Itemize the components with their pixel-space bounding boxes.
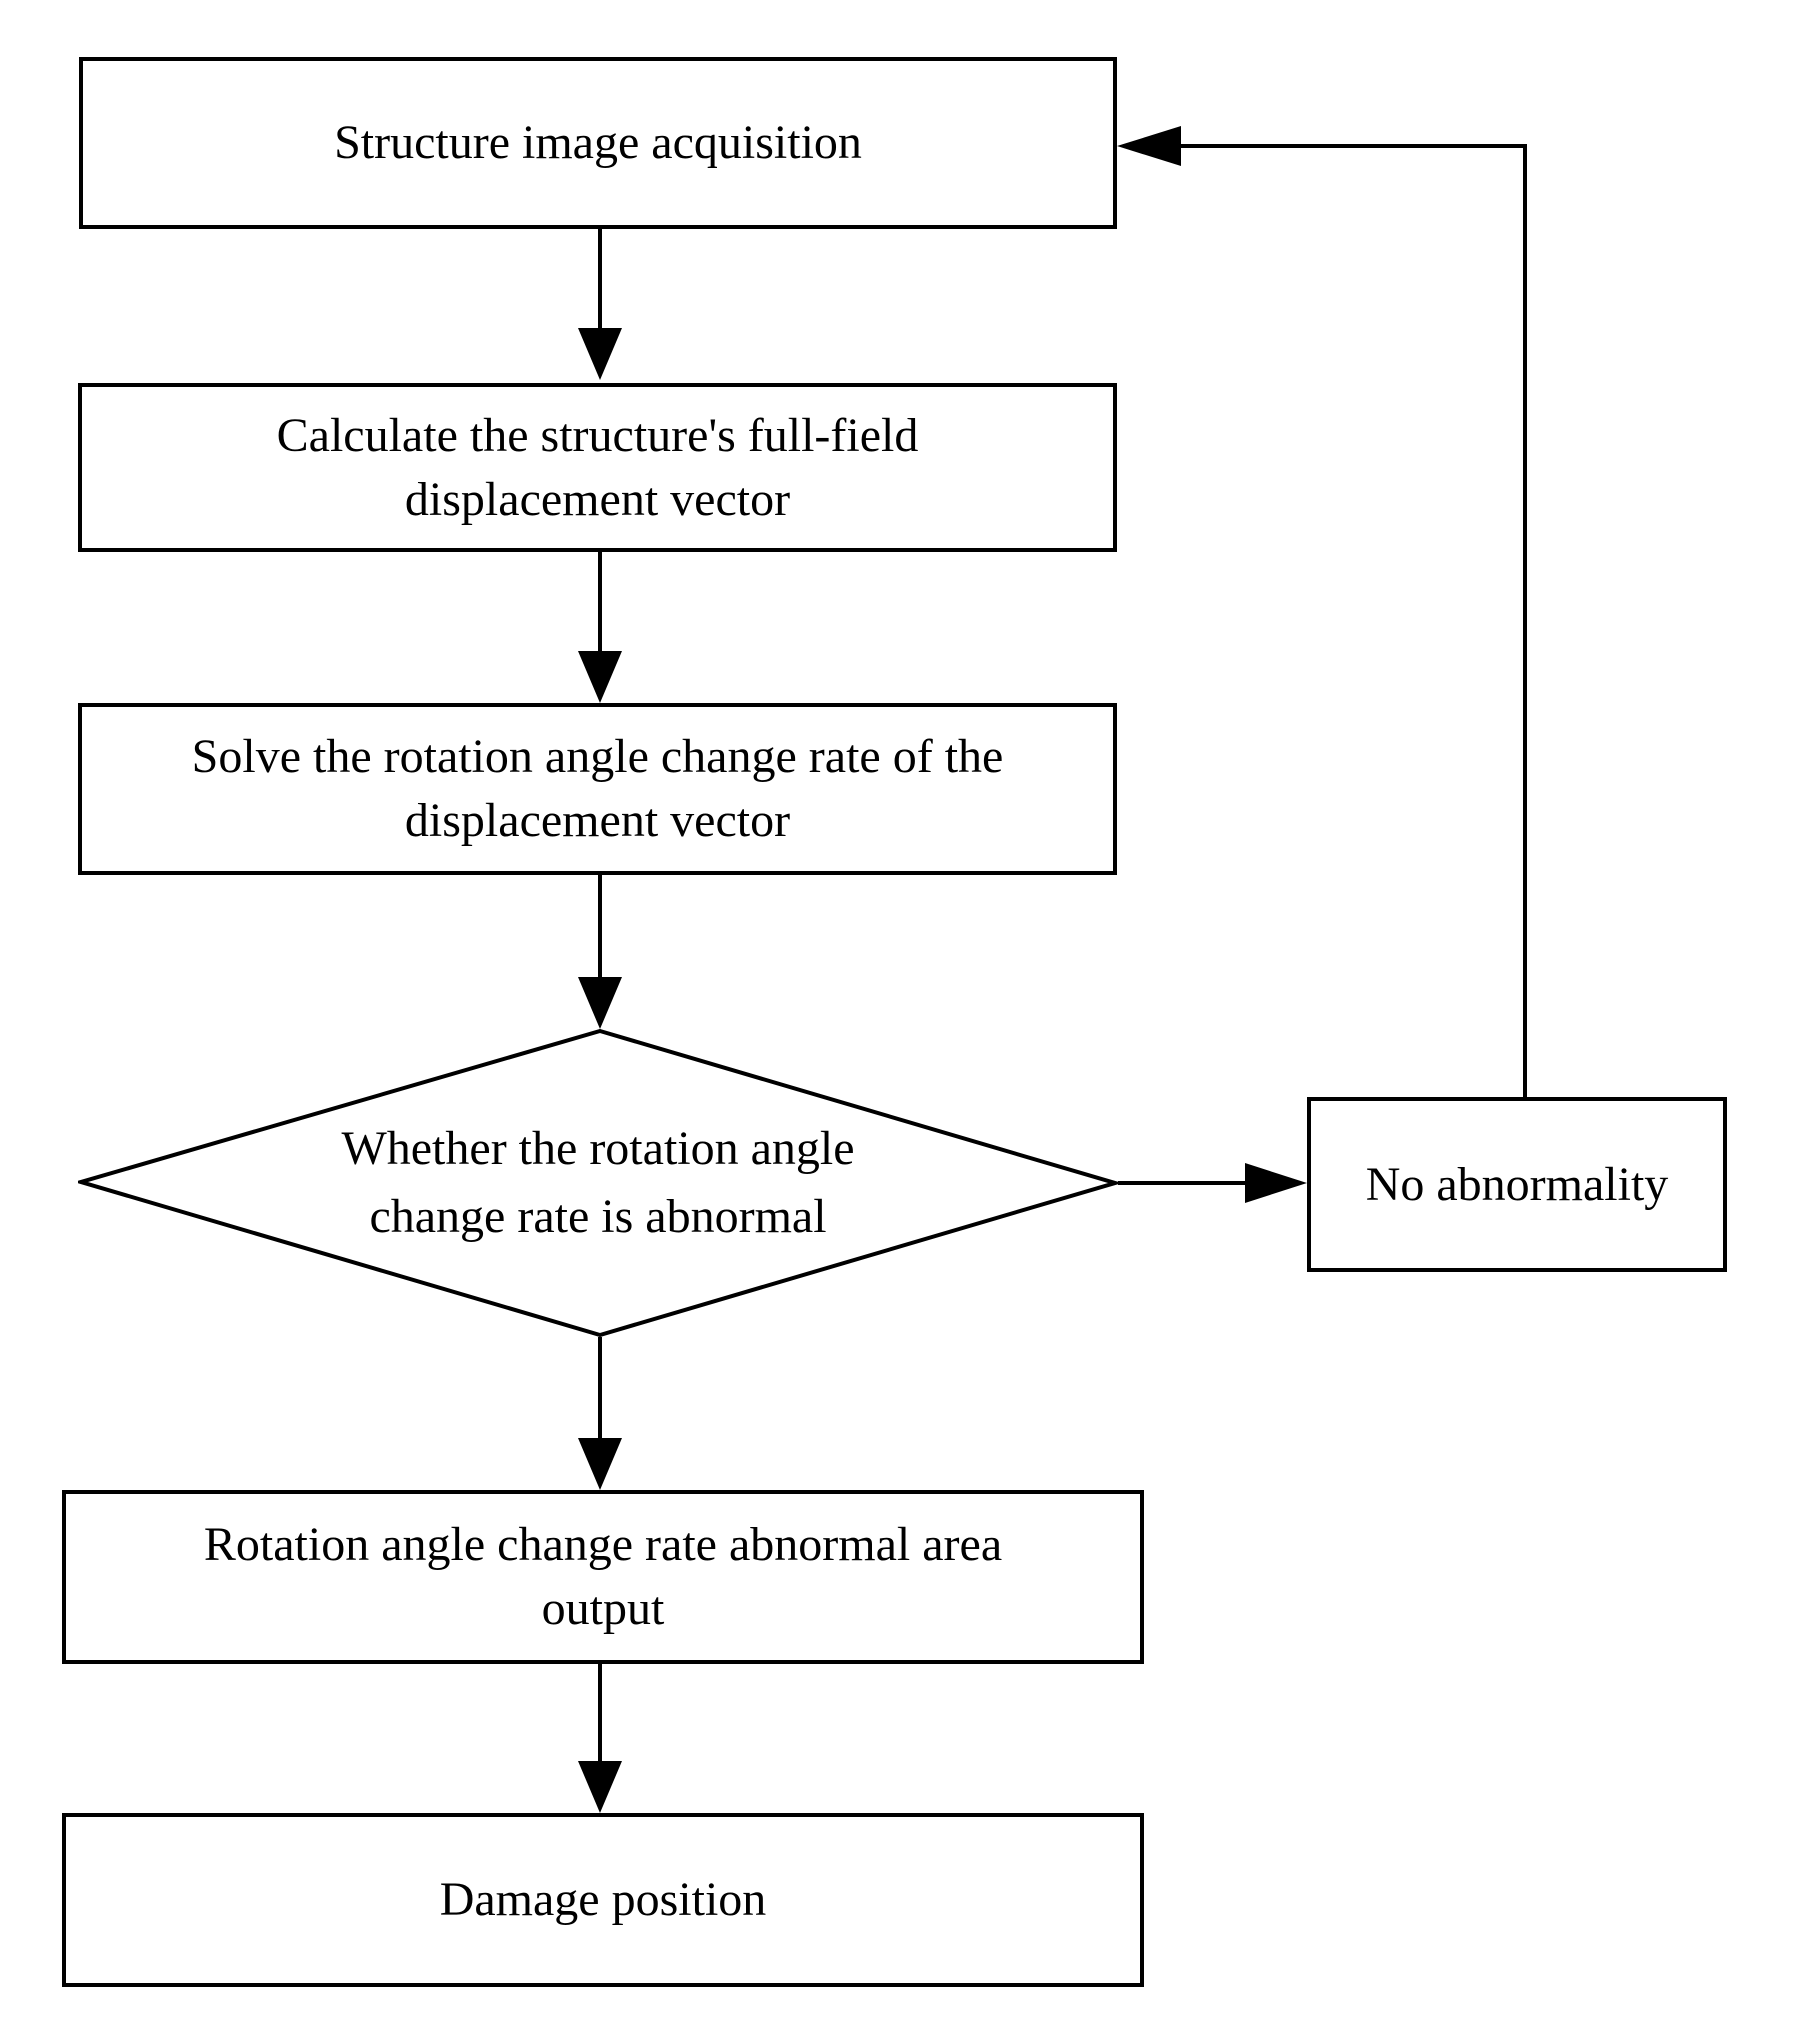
arrow-right-head: [1245, 1163, 1307, 1203]
arrow-shaft: [1118, 1181, 1247, 1185]
node-label-line-2: displacement vector: [404, 794, 791, 847]
node-calculate-displacement-vector: Calculate the structure's full-field dis…: [78, 383, 1117, 552]
node-label: No abnormality: [1365, 1157, 1669, 1211]
arrow-shaft: [598, 1337, 602, 1438]
arrow-shaft: [598, 1664, 602, 1761]
node-solve-rotation-angle-change-rate: Solve the rotation angle change rate of …: [78, 703, 1117, 875]
node-label-line-1: Calculate the structure's full-field: [276, 408, 919, 462]
decision-label: Whether the rotation angle change rate i…: [78, 1029, 1118, 1337]
node-decision-abnormal: Whether the rotation angle change rate i…: [78, 1029, 1118, 1337]
arrow-shaft: [598, 875, 602, 977]
arrow-solve-to-decision: [578, 875, 622, 1029]
arrow-down-head: [578, 1761, 622, 1813]
decision-label-line-1: Whether the rotation angle: [341, 1122, 855, 1175]
node-abnormal-area-output: Rotation angle change rate abnormal area…: [62, 1490, 1144, 1664]
node-label-line-1: Rotation angle change rate abnormal area: [203, 1518, 1003, 1571]
arrow-down-head: [578, 977, 622, 1029]
feedback-line-vertical: [1523, 144, 1527, 1097]
arrow-decision-to-output: [578, 1337, 622, 1490]
feedback-arrow-left-head: [1117, 126, 1181, 166]
node-damage-position: Damage position: [62, 1813, 1144, 1987]
node-label-line-2: displacement vector: [404, 472, 791, 526]
arrow-output-to-damage: [578, 1664, 622, 1813]
decision-label-line-2: change rate is abnormal: [369, 1190, 827, 1243]
node-label-line-2: output: [541, 1582, 665, 1635]
arrow-decision-to-no-abnormality: [1118, 1163, 1307, 1203]
feedback-line-horizontal: [1179, 144, 1527, 148]
node-label-line-1: Solve the rotation angle change rate of …: [191, 730, 1004, 783]
node-structure-image-acquisition: Structure image acquisition: [79, 57, 1117, 229]
arrow-down-head: [578, 328, 622, 380]
node-no-abnormality: No abnormality: [1307, 1097, 1727, 1272]
arrow-shaft: [598, 229, 602, 328]
arrow-down-head: [578, 651, 622, 703]
arrow-calc-to-solve: [578, 552, 622, 703]
arrow-acquisition-to-calc: [578, 229, 622, 380]
diamond-shape: [78, 1029, 1118, 1337]
node-label: Structure image acquisition: [334, 116, 862, 169]
node-label: Damage position: [439, 1873, 767, 1926]
arrow-shaft: [598, 552, 602, 651]
arrow-down-head: [578, 1438, 622, 1490]
